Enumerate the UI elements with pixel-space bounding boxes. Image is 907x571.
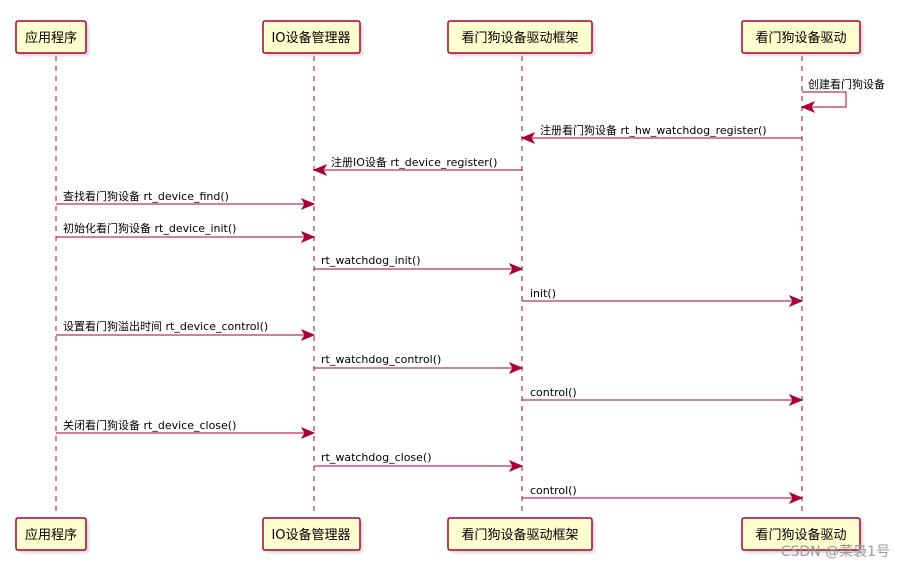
message-label: rt_watchdog_control(): [321, 353, 441, 366]
participant-label: IO设备管理器: [271, 30, 350, 46]
message-label: 设置看门狗溢出时间 rt_device_control(): [63, 319, 268, 333]
message-rt-hw-watchdog-register: 注册看门狗设备 rt_hw_watchdog_register(): [520, 123, 802, 145]
message-rt-device-init: 初始化看门狗设备 rt_device_init(): [56, 221, 316, 244]
message-label: 查找看门狗设备 rt_device_find(): [63, 189, 229, 203]
message-label: 注册IO设备 rt_device_register(): [331, 155, 497, 169]
message-control-close: control(): [522, 484, 804, 505]
message-create-watchdog-device: 创建看门狗设备: [800, 77, 885, 114]
message-rt-watchdog-init: rt_watchdog_init(): [314, 254, 524, 276]
participant-label: 看门狗设备驱动框架: [461, 30, 578, 46]
participant-label: 看门狗设备驱动: [755, 527, 846, 543]
message-rt-device-register: 注册IO设备 rt_device_register(): [312, 155, 522, 177]
participant-label: 应用程序: [25, 30, 77, 46]
participant-label: 看门狗设备驱动框架: [461, 527, 578, 543]
participant-top-io-manager: IO设备管理器: [262, 20, 363, 56]
message-label: rt_watchdog_close(): [321, 451, 432, 464]
participant-top-wdt-framework: 看门狗设备驱动框架: [447, 20, 595, 56]
participant-bottom-wdt-driver: 看门狗设备驱动: [741, 517, 863, 553]
participant-bottom-app: 应用程序: [15, 517, 89, 553]
participant-label: 应用程序: [25, 527, 77, 543]
watermark: CSDN @菜袅1号: [781, 543, 890, 560]
message-label: control(): [530, 484, 577, 497]
message-label: 关闭看门狗设备 rt_device_close(): [63, 418, 236, 432]
message-label: 注册看门狗设备 rt_hw_watchdog_register(): [540, 123, 767, 137]
participant-bottom-wdt-framework: 看门狗设备驱动框架: [447, 517, 595, 553]
participant-top-wdt-driver: 看门狗设备驱动: [741, 20, 863, 56]
message-label: 创建看门狗设备: [808, 77, 885, 91]
participant-bottom-io-manager: IO设备管理器: [262, 517, 363, 553]
participant-label: IO设备管理器: [271, 527, 350, 543]
participant-label: 看门狗设备驱动: [755, 30, 846, 46]
message-init: init(): [522, 287, 804, 308]
message-rt-watchdog-close: rt_watchdog_close(): [314, 451, 524, 473]
message-label: 初始化看门狗设备 rt_device_init(): [63, 221, 236, 235]
message-control: control(): [522, 386, 804, 407]
message-rt-device-control: 设置看门狗溢出时间 rt_device_control(): [56, 319, 316, 342]
participant-top-app: 应用程序: [15, 20, 89, 56]
message-rt-device-close: 关闭看门狗设备 rt_device_close(): [56, 418, 316, 440]
message-rt-device-find: 查找看门狗设备 rt_device_find(): [56, 189, 316, 211]
message-label: init(): [530, 287, 556, 300]
message-label: control(): [530, 386, 577, 399]
message-rt-watchdog-control: rt_watchdog_control(): [314, 353, 524, 375]
message-label: rt_watchdog_init(): [321, 254, 421, 267]
